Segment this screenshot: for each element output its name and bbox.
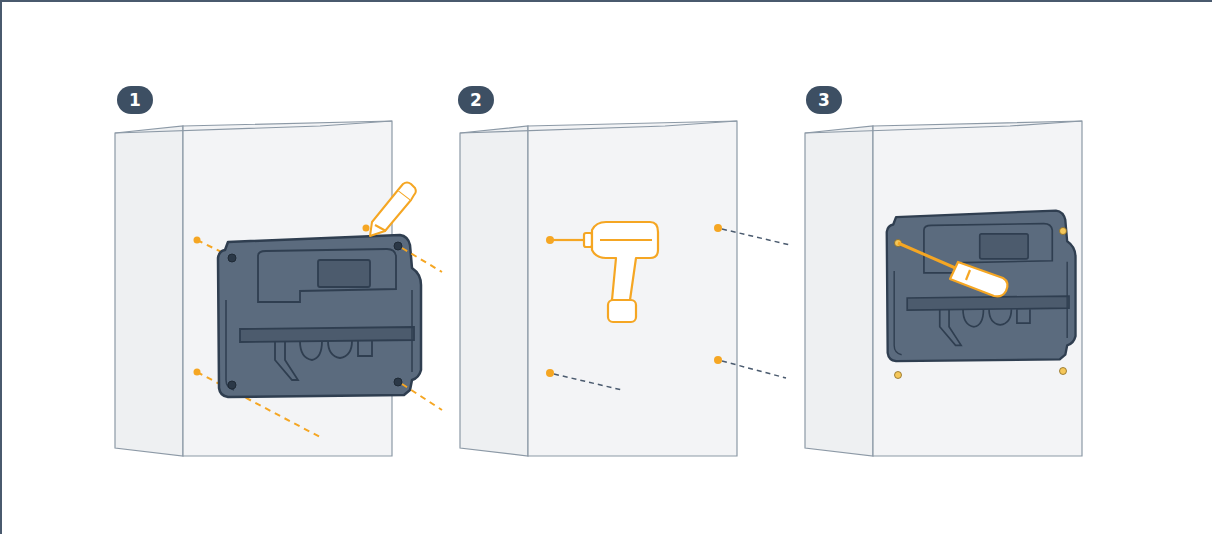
callout-number: 2 <box>458 86 494 114</box>
callout-number: 1 <box>117 86 153 114</box>
callout-number: 3 <box>806 86 842 114</box>
